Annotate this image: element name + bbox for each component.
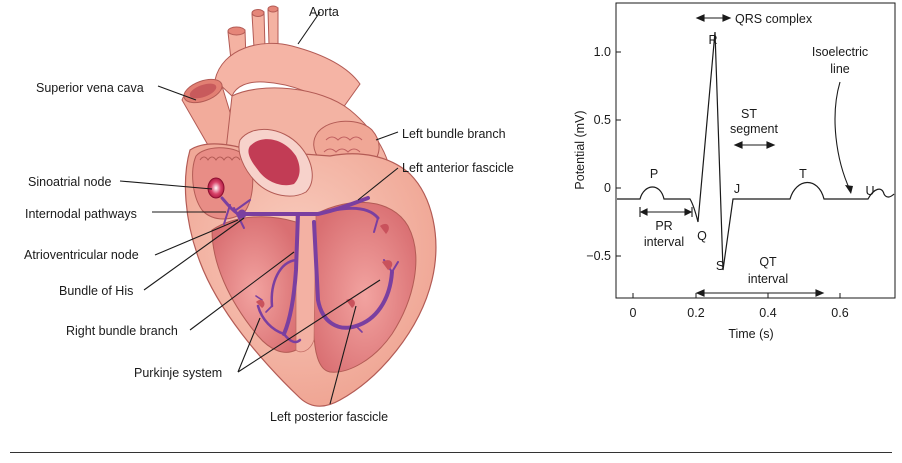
label-right-bundle-branch: Right bundle branch <box>66 324 178 338</box>
conduction-system <box>220 196 399 344</box>
label-atrioventricular-node: Atrioventricular node <box>24 248 139 262</box>
annotation-isoelectric-2: line <box>830 62 850 76</box>
label-aorta: Aorta <box>309 5 339 19</box>
annotation-st-1: ST <box>741 107 757 121</box>
y-tick-4: −0.5 <box>586 249 611 263</box>
label-internodal-pathways: Internodal pathways <box>25 207 137 221</box>
label-superior-vena-cava: Superior vena cava <box>36 81 144 95</box>
y-tick-2: 0.5 <box>594 113 611 127</box>
label-left-bundle-branch: Left bundle branch <box>402 127 506 141</box>
wave-label-p: P <box>650 167 658 181</box>
label-bundle-of-his: Bundle of His <box>59 284 133 298</box>
sinoatrial-node <box>207 177 225 199</box>
y-tick-3: 0 <box>604 181 611 195</box>
heart-illustration <box>181 5 437 407</box>
aortic-branch-2 <box>251 11 266 49</box>
wave-label-q: Q <box>697 229 707 243</box>
annotation-pr-2: interval <box>644 235 684 249</box>
left-anterior-fascicle-path <box>316 206 380 220</box>
x-tick-3: 0.4 <box>759 306 776 320</box>
annotation-st-2: segment <box>730 122 778 136</box>
annotation-isoelectric-1: Isoelectric <box>812 45 868 59</box>
wave-label-t: T <box>799 167 807 181</box>
x-tick-2: 0.2 <box>687 306 704 320</box>
ecg-trace <box>617 31 895 271</box>
annotation-qrs-complex: QRS complex <box>735 12 813 26</box>
aortic-arch <box>214 42 361 113</box>
wave-label-r: R <box>708 33 717 47</box>
bottom-divider <box>10 452 892 453</box>
annotation-qt-2: interval <box>748 272 788 286</box>
heart-leader-lines <box>119 11 399 405</box>
right-ventricle <box>211 216 297 353</box>
wave-label-s: S <box>716 259 724 273</box>
annotation-pr-1: PR <box>655 219 672 233</box>
x-tick-1: 0 <box>630 306 637 320</box>
label-left-posterior-fascicle: Left posterior fascicle <box>270 410 388 424</box>
wave-label-u: U <box>865 184 874 198</box>
label-left-anterior-fascicle: Left anterior fascicle <box>402 161 514 175</box>
ecg-plot-frame <box>615 2 896 299</box>
annotation-qt-1: QT <box>759 255 777 269</box>
y-axis-label: Potential (mV) <box>573 110 587 189</box>
x-tick-4: 0.6 <box>831 306 848 320</box>
label-purkinje-system: Purkinje system <box>134 366 222 380</box>
right-bundle-branch-path <box>282 212 300 336</box>
heart-labels: Aorta Superior vena cava Left bundle bra… <box>24 5 514 424</box>
purkinje-fibers <box>255 295 363 333</box>
wave-label-j: J <box>734 182 740 196</box>
ecg-plot: 1.0 0.5 0 −0.5 0 0.2 0.4 0.6 Time (s) Po… <box>573 2 896 341</box>
left-ventricle <box>313 201 417 373</box>
aortic-branch-3 <box>267 7 279 46</box>
y-tick-1: 1.0 <box>594 45 611 59</box>
x-axis-label: Time (s) <box>728 327 773 341</box>
label-sinoatrial-node: Sinoatrial node <box>28 175 111 189</box>
